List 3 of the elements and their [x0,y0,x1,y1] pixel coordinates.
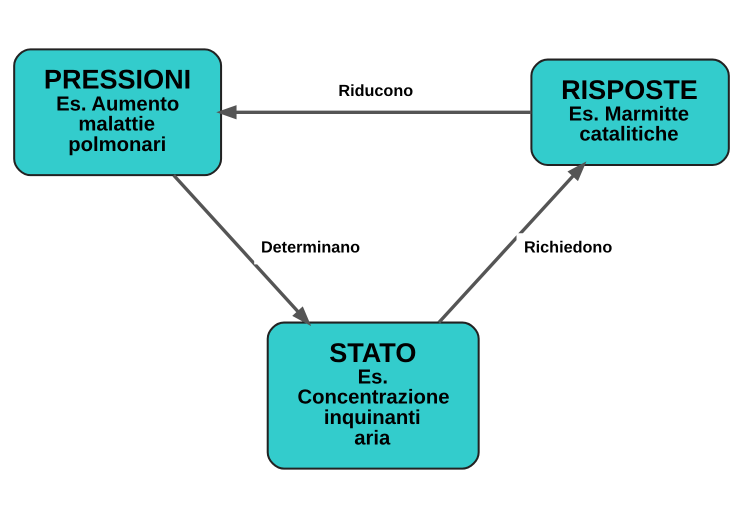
edge-label: Riducono [338,82,414,100]
edge-label: Richiedono [524,238,612,256]
edge-label: Determinano [260,238,360,256]
